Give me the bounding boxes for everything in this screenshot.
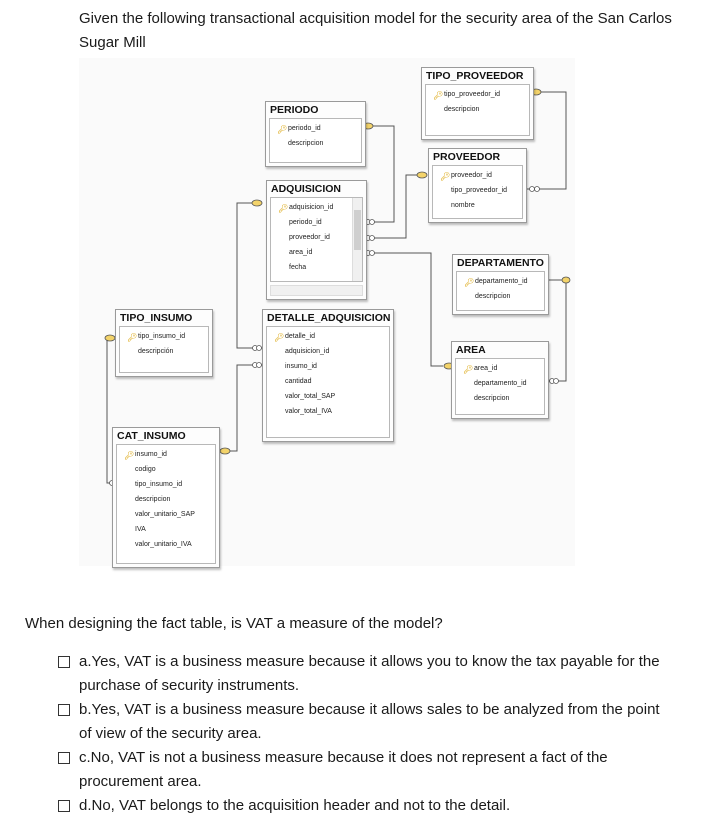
- field-row: descripcion: [135, 496, 171, 503]
- entity-title: PERIODO: [270, 104, 319, 116]
- field-row: proveedor_id: [289, 234, 330, 241]
- intro-text: Given the following transactional acquis…: [79, 10, 672, 51]
- field-row: nombre: [451, 202, 475, 209]
- field-row: valor_unitario_SAP: [135, 511, 195, 518]
- field-row: 🔑︎adquisicion_id: [271, 200, 362, 215]
- entity-periodo[interactable]: PERIODO 🔑︎periodo_id descripcion: [265, 101, 366, 167]
- primary-key-icon: 🔑︎: [127, 333, 138, 342]
- er-diagram: TIPO_PROVEEDOR 🔑︎tipo_proveedor_id descr…: [79, 58, 575, 568]
- field-row: valor_total_SAP: [285, 393, 336, 400]
- rel-adquisicion-detalle: [236, 202, 262, 349]
- question-text: When designing the fact table, is VAT a …: [25, 615, 443, 632]
- entity-title: TIPO_INSUMO: [120, 312, 193, 324]
- option-label: b.Yes, VAT is a business measure because…: [79, 701, 660, 742]
- option-label: d.No, VAT belongs to the acquisition hea…: [79, 797, 511, 814]
- primary-key-icon: 🔑︎: [274, 333, 285, 342]
- field-row: 🔑︎departamento_id: [457, 274, 544, 289]
- field-row: tipo_insumo_id: [135, 481, 183, 488]
- primary-key-icon: 🔑︎: [440, 172, 451, 181]
- field-row: descripcion: [475, 293, 511, 300]
- field-row: 🔑︎detalle_id: [267, 329, 389, 344]
- entity-tipo-proveedor[interactable]: TIPO_PROVEEDOR 🔑︎tipo_proveedor_id descr…: [421, 67, 534, 140]
- option-a[interactable]: a.Yes, VAT is a business measure because…: [58, 650, 668, 698]
- field-row: periodo_id: [289, 219, 322, 226]
- option-checkbox[interactable]: [58, 704, 70, 716]
- primary-key-icon: 🔑︎: [464, 278, 475, 287]
- rel-periodo-adquisicion: [364, 125, 395, 223]
- rel-departamento-area: [547, 279, 567, 382]
- primary-key-icon: 🔑︎: [463, 365, 474, 374]
- entity-area[interactable]: AREA 🔑︎area_id departamento_id descripci…: [451, 341, 549, 419]
- field-row: cantidad: [285, 378, 312, 385]
- entity-title: AREA: [456, 344, 486, 356]
- field-row: tipo_proveedor_id: [451, 187, 508, 194]
- option-checkbox[interactable]: [58, 656, 70, 668]
- field-row: 🔑︎tipo_proveedor_id: [426, 87, 529, 102]
- entity-title: PROVEEDOR: [433, 151, 501, 163]
- option-label: c.No, VAT is not a business measure beca…: [79, 749, 608, 790]
- entity-detalle-adquisicion[interactable]: DETALLE_ADQUISICION 🔑︎detalle_id adquisi…: [262, 309, 394, 442]
- field-row: fecha: [289, 264, 307, 271]
- primary-key-icon: 🔑︎: [277, 125, 288, 134]
- field-row: insumo_id: [285, 363, 317, 370]
- field-row: descripcion: [444, 106, 480, 113]
- primary-key-icon: 🔑︎: [124, 451, 135, 460]
- field-row: 🔑︎proveedor_id: [433, 168, 522, 183]
- horizontal-scrollbar[interactable]: [270, 285, 363, 296]
- key-endpoints: [104, 88, 571, 455]
- entity-departamento[interactable]: DEPARTAMENTO 🔑︎departamento_id descripci…: [452, 254, 549, 315]
- option-checkbox[interactable]: [58, 800, 70, 812]
- field-row: 🔑︎insumo_id: [117, 447, 215, 462]
- relationship-lines: [104, 88, 571, 486]
- field-row: descripcion: [474, 395, 510, 402]
- field-row: valor_unitario_IVA: [135, 541, 192, 548]
- field-row: 🔑︎area_id: [456, 361, 544, 376]
- field-row: codigo: [135, 466, 156, 473]
- option-d[interactable]: d.No, VAT belongs to the acquisition hea…: [58, 794, 668, 818]
- entity-title: CAT_INSUMO: [117, 430, 186, 442]
- primary-key-icon: 🔑︎: [433, 91, 444, 100]
- entity-tipo-insumo[interactable]: TIPO_INSUMO 🔑︎tipo_insumo_id descripción: [115, 309, 213, 377]
- option-b[interactable]: b.Yes, VAT is a business measure because…: [58, 698, 668, 746]
- field-row: 🔑︎periodo_id: [270, 121, 361, 136]
- field-row: descripcion: [288, 140, 324, 147]
- field-row: adquisicion_id: [285, 348, 330, 355]
- field-row: IVA: [135, 526, 146, 533]
- entity-cat-insumo[interactable]: CAT_INSUMO 🔑︎insumo_id codigo tipo_insum…: [112, 427, 220, 568]
- rel-area-adquisicion: [366, 252, 443, 367]
- entity-title: TIPO_PROVEEDOR: [426, 70, 524, 82]
- entity-title: DETALLE_ADQUISICION: [267, 312, 391, 324]
- option-c[interactable]: c.No, VAT is not a business measure beca…: [58, 746, 668, 794]
- rel-catinsumo-detalle: [218, 364, 262, 452]
- primary-key-icon: 🔑︎: [278, 204, 289, 213]
- field-row: descripción: [138, 348, 174, 355]
- field-row: 🔑︎tipo_insumo_id: [120, 329, 208, 344]
- entity-title: DEPARTAMENTO: [457, 257, 544, 269]
- option-label: a.Yes, VAT is a business measure because…: [79, 653, 660, 694]
- scrollbar-thumb[interactable]: [354, 210, 361, 250]
- field-row: area_id: [289, 249, 313, 256]
- entity-title: ADQUISICION: [271, 183, 342, 195]
- rel-proveedor-adquisicion: [366, 174, 427, 239]
- entity-adquisicion[interactable]: ADQUISICION 🔑︎adquisicion_id periodo_id …: [266, 180, 367, 300]
- vertical-scrollbar[interactable]: [352, 198, 362, 281]
- option-checkbox[interactable]: [58, 752, 70, 764]
- field-row: valor_total_IVA: [285, 408, 332, 415]
- entity-proveedor[interactable]: PROVEEDOR 🔑︎proveedor_id tipo_proveedor_…: [428, 148, 527, 223]
- rel-tipo-proveedor-proveedor: [526, 91, 567, 190]
- field-row: departamento_id: [474, 380, 527, 387]
